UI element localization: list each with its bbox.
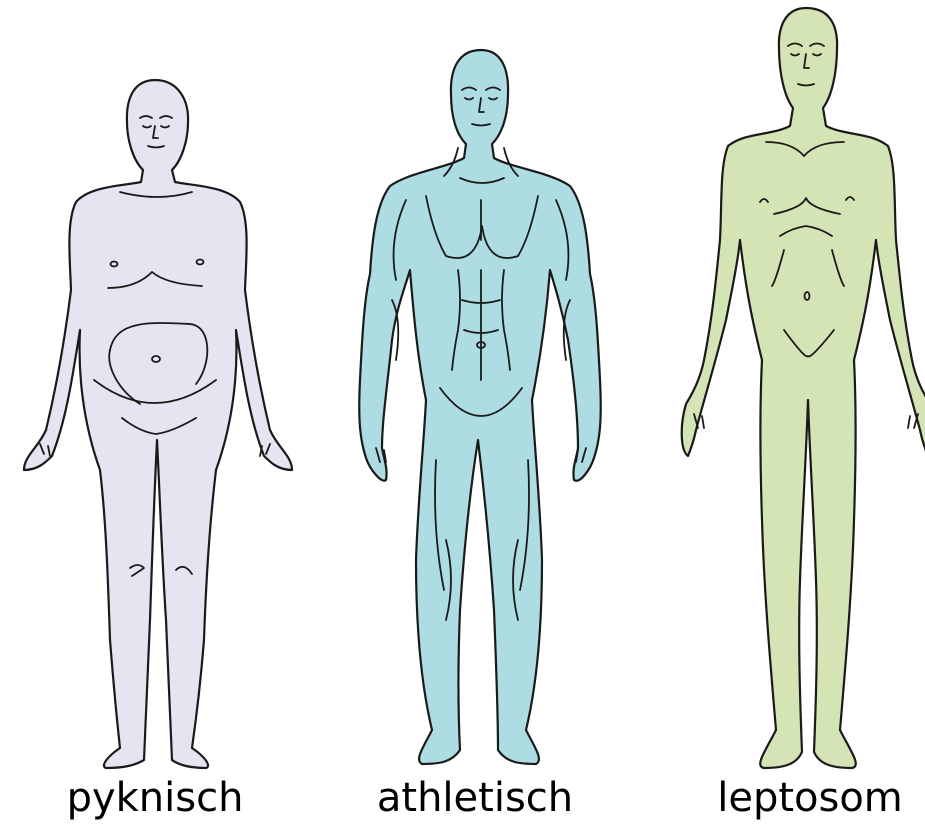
label-pyknisch: pyknisch <box>40 770 270 826</box>
leptosome-body-figure <box>682 8 925 768</box>
pyknic-body-figure <box>24 80 292 768</box>
athletic-body-figure <box>359 50 601 764</box>
label-athletisch: athletisch <box>345 770 605 826</box>
pyknic-body-silhouette <box>24 80 292 768</box>
leptosome-body-silhouette <box>682 8 925 768</box>
athletic-body-silhouette <box>359 50 601 764</box>
label-leptosom: leptosom <box>690 770 925 826</box>
